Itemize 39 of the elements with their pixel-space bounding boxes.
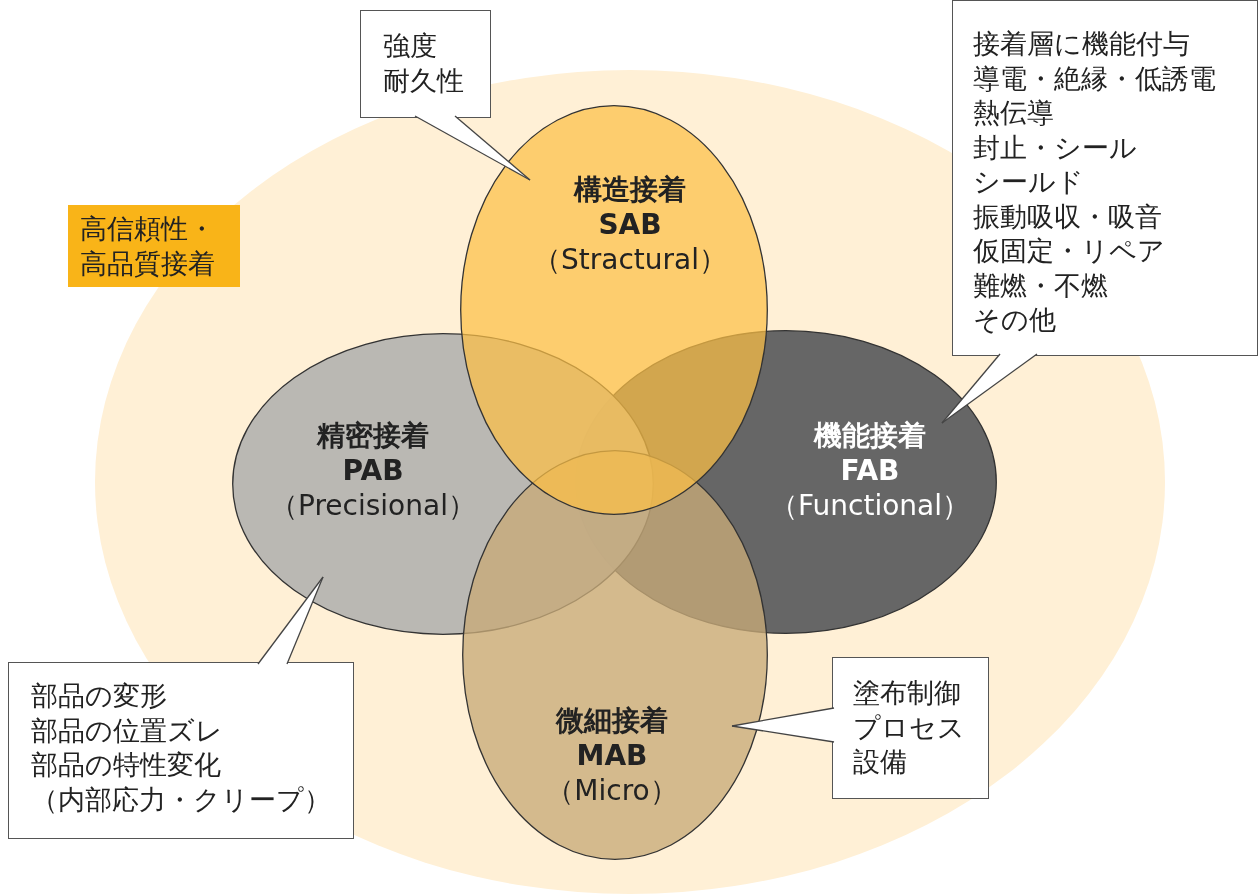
callout-text: 振動吸収・吸音: [973, 199, 1163, 234]
callout-text: 部品の特性変化: [31, 748, 222, 782]
callout-text: 耐久性: [383, 63, 465, 98]
ellipse-abbreviation: PAB: [341, 453, 405, 488]
highlight-label: 高信頼性・高品質接着: [68, 205, 240, 287]
callout-pointer: [731, 707, 835, 743]
ellipse-title: 精密接着: [315, 418, 430, 453]
ellipse-title: 機能接着: [812, 418, 927, 453]
callout-text: シールド: [973, 165, 1085, 199]
ellipse-abbreviation: MAB: [575, 738, 649, 773]
callout-box: [832, 657, 989, 799]
ellipse-subtitle: （Micro）: [545, 773, 679, 808]
ellipse-abbreviation: FAB: [839, 453, 901, 488]
callout-pointer: [941, 353, 1038, 424]
callout-text: その他: [973, 303, 1057, 337]
callout-text: 難燃・不燃: [973, 268, 1109, 303]
ellipse-title: 微細接着: [554, 703, 669, 738]
callout-pointer: [257, 576, 324, 665]
callout-text: 設備: [853, 745, 908, 779]
ellipse-subtitle: （Precisional）: [269, 488, 477, 523]
callout-text: 塗布制御: [853, 676, 962, 710]
ellipse-abbreviation: SAB: [597, 207, 663, 242]
callout-text: 封止・シール: [973, 130, 1138, 165]
callout-text: プロセス: [853, 710, 966, 745]
callout-text: 部品の位置ズレ: [31, 713, 224, 748]
callout-text: 強度: [383, 29, 438, 63]
ellipse-subtitle: （Stractural）: [532, 242, 728, 277]
callout-text: 導電・絶縁・低誘電: [973, 61, 1217, 96]
callout-text: （内部応力・クリープ）: [31, 782, 332, 817]
callout-box: [8, 662, 354, 839]
callout-text: 接着層に機能付与: [973, 27, 1191, 61]
callout-text: 熱伝導: [973, 96, 1055, 130]
ellipse-title: 構造接着: [572, 172, 687, 207]
callout-pointer: [414, 115, 531, 181]
callout-box: [360, 10, 491, 118]
callout-box: [952, 0, 1258, 356]
callout-text: 仮固定・リペア: [973, 234, 1166, 268]
callout-text: 部品の変形: [31, 679, 168, 713]
ellipse-subtitle: （Functional）: [768, 488, 971, 523]
